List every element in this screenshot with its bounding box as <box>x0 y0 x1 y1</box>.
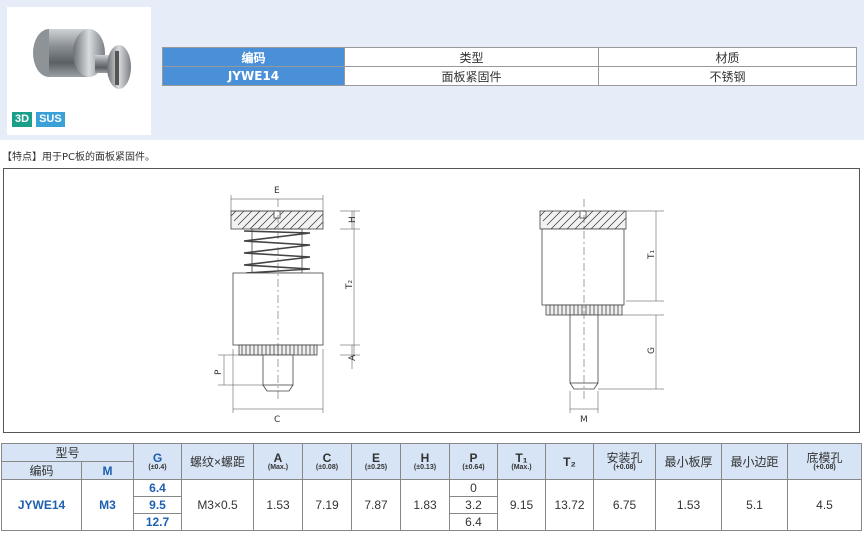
summary-material: 不锈钢 <box>598 66 857 86</box>
spec-e: 7.87 <box>351 479 401 531</box>
spec-col-min-edge: 最小边距 <box>721 443 788 480</box>
summary-table: 编码 类型 材质 JYWE14 面板紧固件 不锈钢 <box>162 47 857 86</box>
dim-label-T2: T₂ <box>345 280 355 290</box>
spec-sub-code: 编码 <box>1 461 82 480</box>
spec-sub-m: M <box>81 461 134 480</box>
summary-header-material: 材质 <box>598 47 857 67</box>
spec-c: 7.19 <box>302 479 352 531</box>
spec-h: 1.83 <box>400 479 450 531</box>
badge-sus[interactable]: SUS <box>36 112 65 127</box>
spec-table: 型号 G(±0.4) 螺纹×螺距 A(Max.) C(±0.08) E(±0.2… <box>1 443 862 531</box>
spec-col-thread: 螺纹×螺距 <box>181 443 254 480</box>
spec-col-h: H(±0.13) <box>400 443 450 480</box>
spec-m: M3 <box>81 479 134 531</box>
spec-g-1: 6.4 <box>133 479 182 497</box>
summary-header-code: 编码 <box>162 47 345 67</box>
dim-label-C: C <box>274 415 280 425</box>
spec-col-g: G(±0.4) <box>133 443 182 480</box>
dim-label-T1: T₁ <box>647 250 657 260</box>
spec-col-die-hole: 底模孔(+0.08) <box>787 443 862 480</box>
spec-col-t1: T₁(Max.) <box>497 443 546 480</box>
product-photo <box>7 7 151 135</box>
spec-g-3: 12.7 <box>133 513 182 531</box>
spec-a: 1.53 <box>253 479 303 531</box>
summary-code: JYWE14 <box>162 66 345 86</box>
dim-label-G: G <box>647 347 657 354</box>
spec-p-2: 3.2 <box>449 496 498 514</box>
panel-fastener-photo-icon <box>33 29 131 89</box>
spec-t2: 13.72 <box>545 479 594 531</box>
technical-drawing: E H T₂ A P C T₁ G M <box>3 168 860 433</box>
spec-thread: M3×0.5 <box>181 479 254 531</box>
right-view <box>539 199 664 413</box>
spec-g-2: 9.5 <box>133 496 182 514</box>
left-view <box>218 195 360 413</box>
dim-label-P: P <box>214 369 224 375</box>
summary-header-type: 类型 <box>344 47 599 67</box>
badge-3d[interactable]: 3D <box>12 112 33 127</box>
dim-label-M: M <box>580 415 588 425</box>
spec-col-min-thick: 最小板厚 <box>655 443 722 480</box>
spec-col-a: A(Max.) <box>253 443 303 480</box>
spec-min-edge: 5.1 <box>721 479 788 531</box>
drawing-svg: E H T₂ A P C T₁ G M <box>214 186 664 425</box>
spec-hole: 6.75 <box>593 479 656 531</box>
dim-label-E: E <box>274 186 280 196</box>
spec-col-hole: 安装孔(+0.08) <box>593 443 656 480</box>
spec-col-p: P(±0.64) <box>449 443 498 480</box>
spec-t1: 9.15 <box>497 479 546 531</box>
spec-col-t2: T₂ <box>545 443 594 480</box>
spec-col-e: E(±0.25) <box>351 443 401 480</box>
spec-code: JYWE14 <box>1 479 82 531</box>
badges: 3D SUS <box>12 112 65 127</box>
spec-min-thick: 1.53 <box>655 479 722 531</box>
dim-label-A: A <box>348 354 358 361</box>
dim-label-H: H <box>348 216 358 223</box>
spec-die-hole: 4.5 <box>787 479 862 531</box>
spec-group-header: 型号 <box>1 443 134 462</box>
spec-col-c: C(±0.08) <box>302 443 352 480</box>
summary-type: 面板紧固件 <box>344 66 599 86</box>
feature-text: 【特点】用于PC板的面板紧固件。 <box>2 152 156 163</box>
spec-p-1: 0 <box>449 479 498 497</box>
spec-p-3: 6.4 <box>449 513 498 531</box>
